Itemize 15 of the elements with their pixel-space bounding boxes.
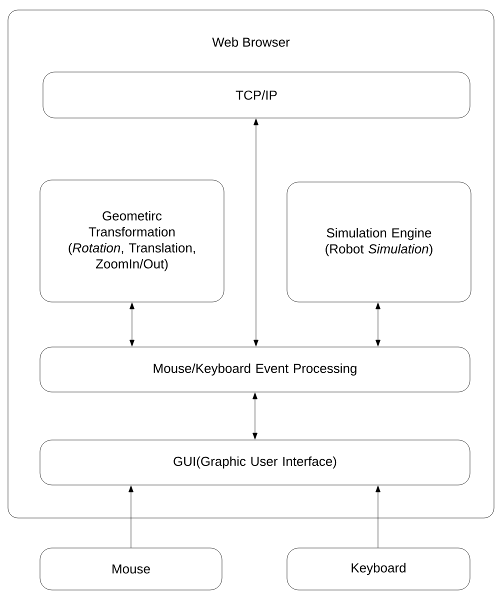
process-box: GUI(Graphic User Interface) xyxy=(40,440,470,486)
input-device-box: Mouse xyxy=(40,548,222,590)
arrow xyxy=(254,118,258,346)
browser-frame xyxy=(8,10,494,518)
container-title: Web Browser xyxy=(212,37,290,47)
process-box: TCP/IP xyxy=(42,72,470,118)
process-box: Geometirc Transformation (Rotation, Translation, ZoomIn/Out) xyxy=(40,180,224,302)
arrow xyxy=(376,486,380,548)
process-box: Simulation Engine (Robot Simulation) xyxy=(286,182,472,302)
arrow xyxy=(130,302,134,346)
process-box: Mouse/Keyboard Event Processing xyxy=(40,346,470,392)
arrow xyxy=(128,486,134,548)
arrow xyxy=(252,392,258,440)
arrow xyxy=(376,302,380,346)
input-device-box: Keyboard xyxy=(286,548,470,590)
